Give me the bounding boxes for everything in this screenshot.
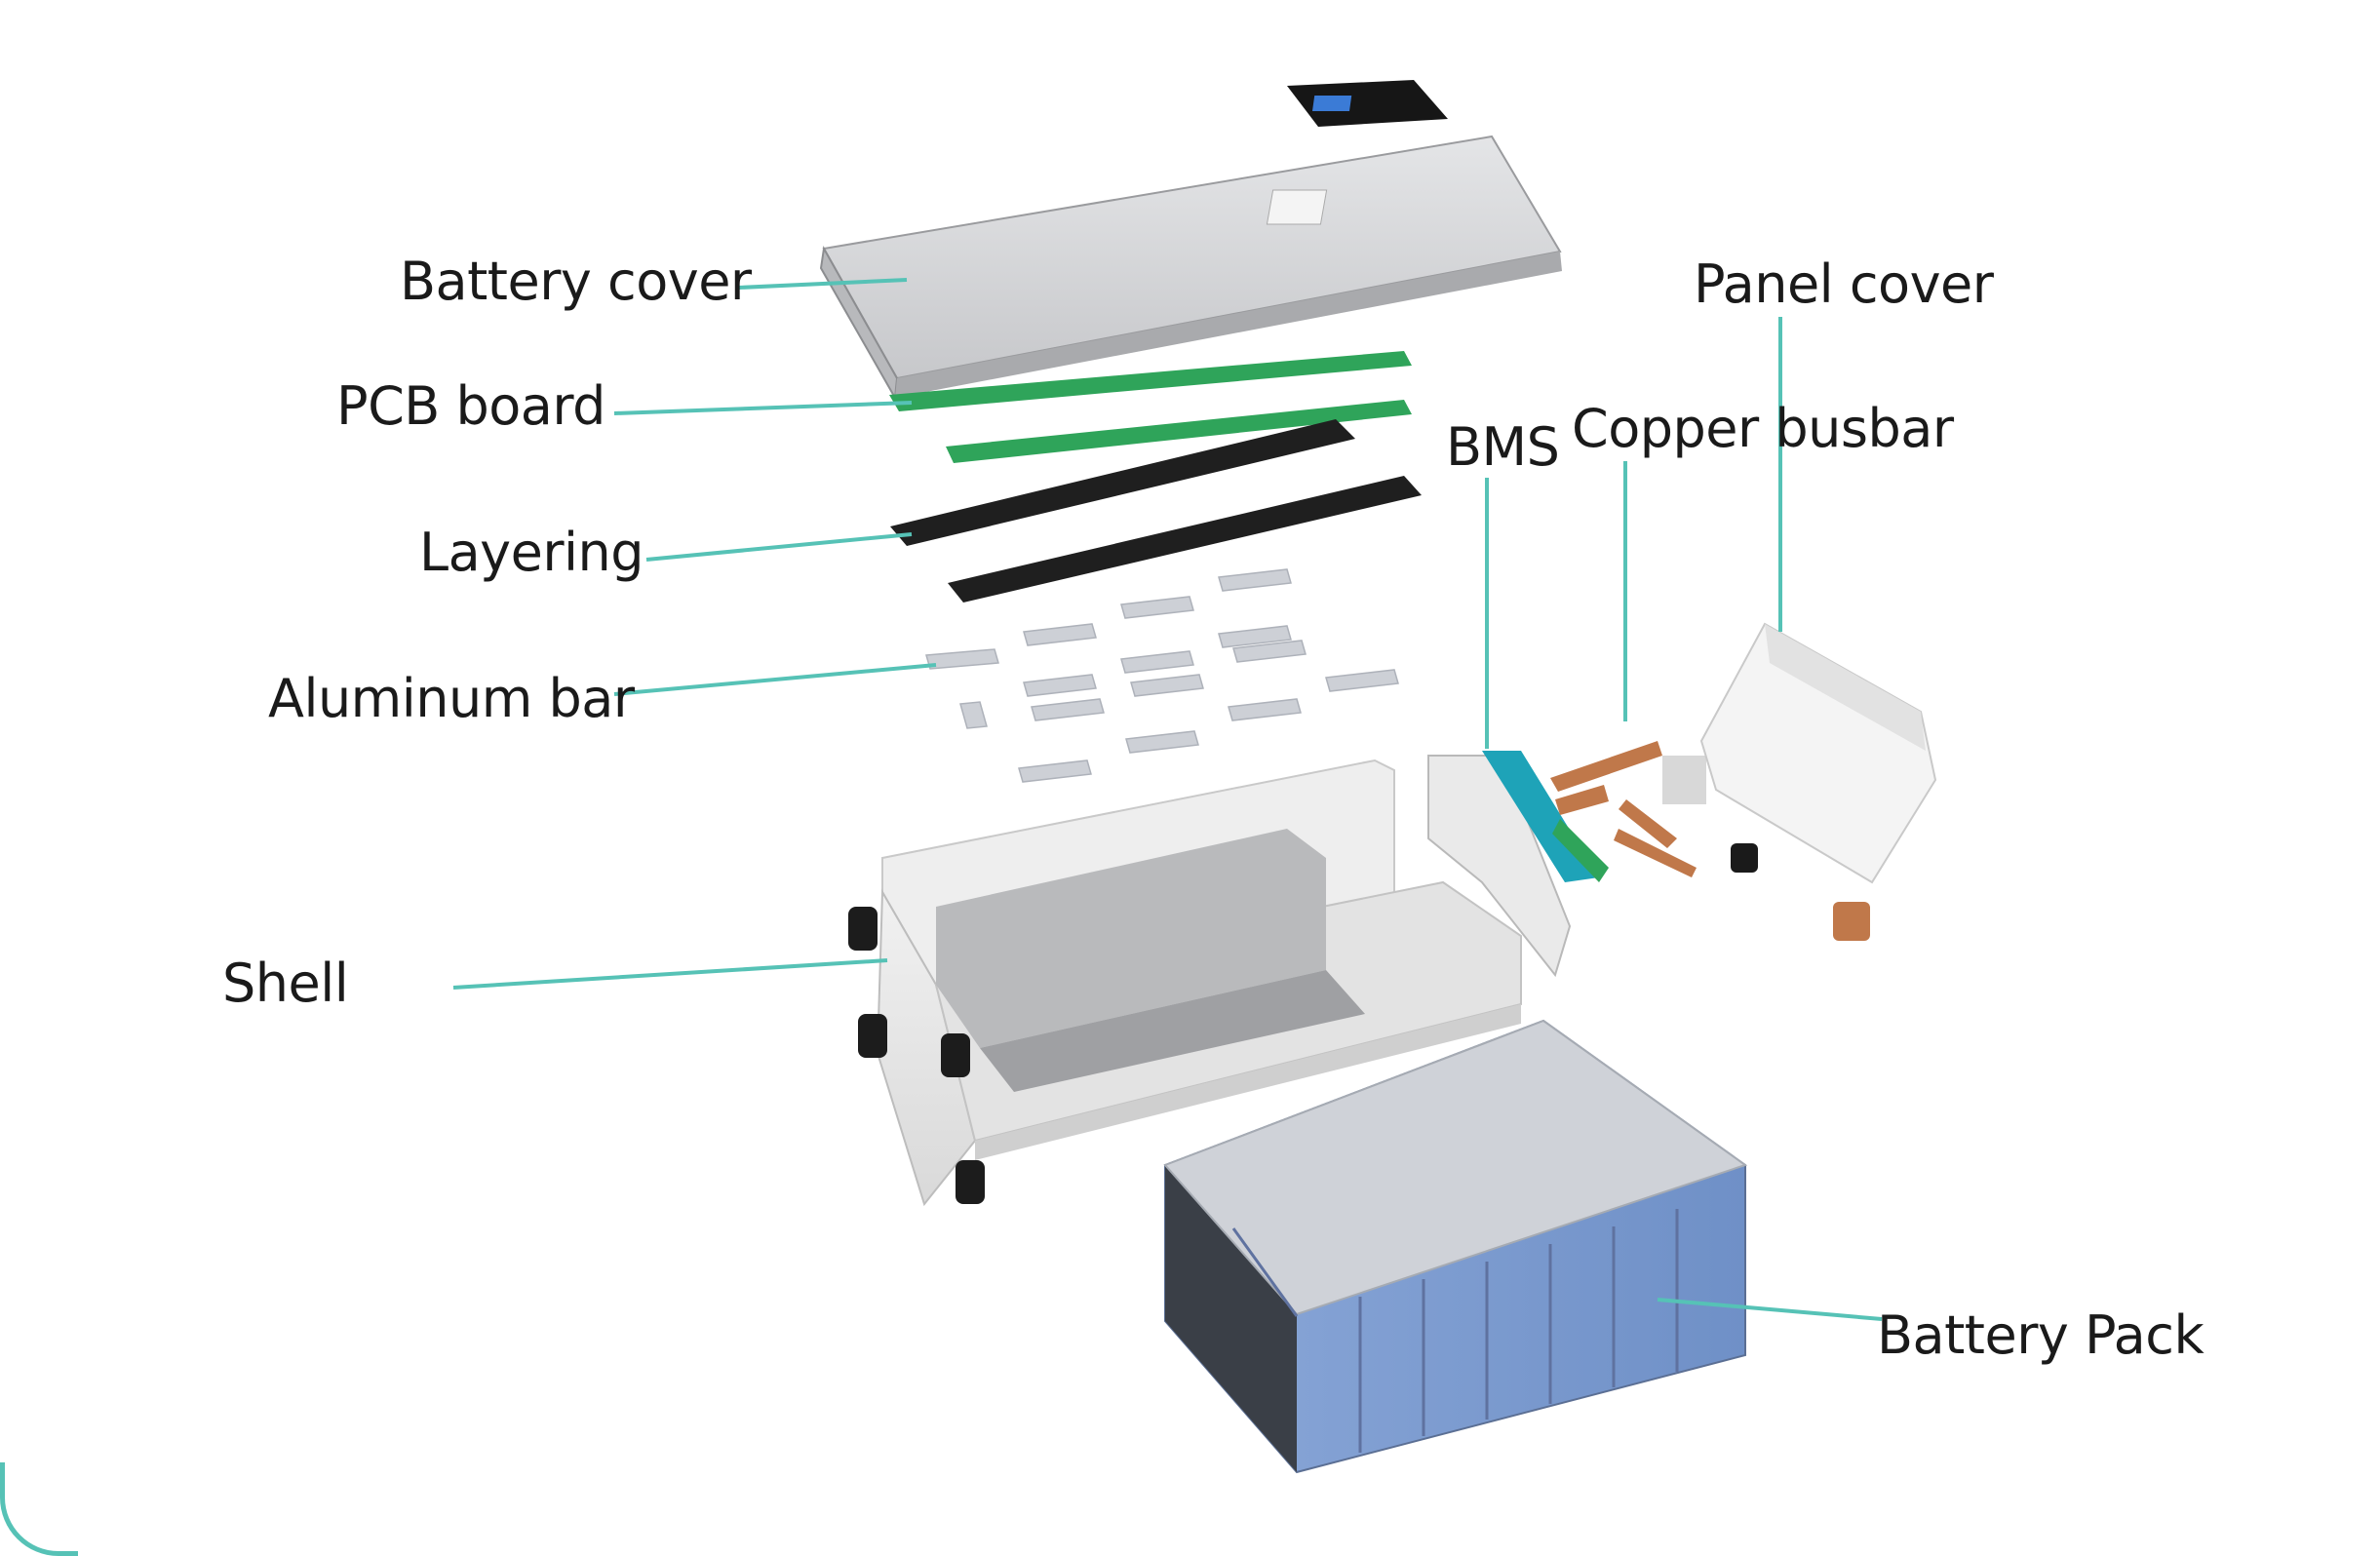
- label-pcb-board: PCB board: [336, 375, 605, 437]
- label-layering: Layering: [419, 522, 644, 583]
- battery-pack: [1163, 1019, 1748, 1474]
- panel-cover: [1699, 622, 1937, 884]
- label-bms: BMS: [1446, 416, 1560, 478]
- leader-shell: [452, 958, 888, 990]
- leader-battery-cover: [738, 278, 908, 290]
- leader-battery-pack: [1657, 1298, 1883, 1321]
- aluminum-bars: [925, 568, 1399, 783]
- leader-aluminum-bar: [613, 663, 937, 696]
- label-battery-pack: Battery Pack: [1877, 1304, 2204, 1366]
- display-module: [1287, 80, 1448, 127]
- pcb-board: [889, 351, 1412, 463]
- leader-pcb-board: [613, 401, 913, 415]
- bms-board: [1427, 751, 1609, 978]
- label-battery-cover: Battery cover: [400, 251, 752, 312]
- battery-shell: [848, 759, 1522, 1207]
- leader-lines: [452, 278, 1883, 1321]
- copper-busbars: [1550, 741, 1870, 941]
- leader-layering: [645, 532, 913, 562]
- layering-plates: [890, 419, 1422, 603]
- label-copper-busbar: Copper busbar: [1572, 398, 1954, 459]
- label-panel-cover: Panel cover: [1694, 253, 1994, 315]
- battery-cover: [819, 135, 1562, 402]
- label-aluminum-bar: Aluminum bar: [268, 668, 635, 729]
- label-shell: Shell: [222, 953, 349, 1014]
